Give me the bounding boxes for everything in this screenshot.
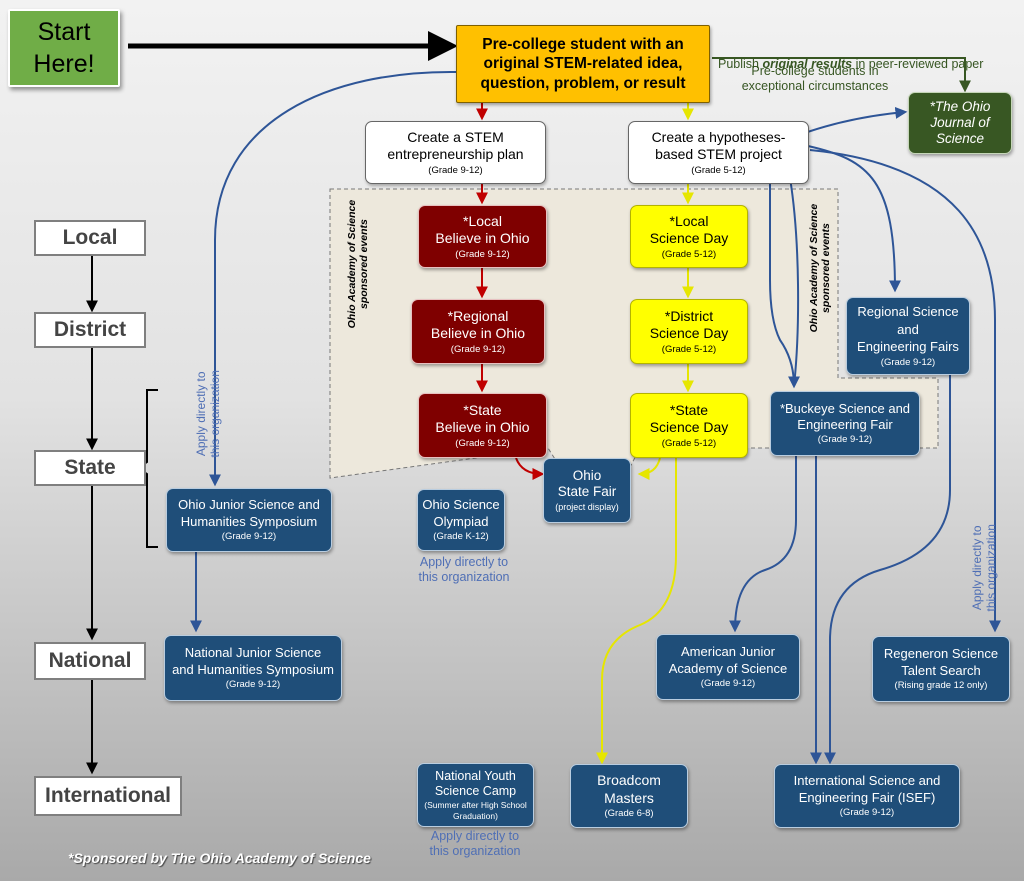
red-to-fair	[515, 457, 545, 480]
olympiad-label: Ohio Science Olympiad	[422, 497, 500, 529]
local-science-day-box: *Local Science Day (Grade 5-12)	[630, 205, 748, 268]
broadcom-box: Broadcom Masters (Grade 6-8)	[570, 764, 688, 828]
ajas-label: American Junior Academy of Science	[668, 644, 788, 676]
isef-grade: (Grade 9-12)	[839, 806, 895, 818]
state-believe-label: *State Believe in Ohio	[435, 401, 530, 436]
olympiad-grade: (Grade K-12)	[433, 530, 489, 542]
regeneron-box: Regeneron Science Talent Search (Rising …	[872, 636, 1010, 702]
regional-believe-grade: (Grade 9-12)	[450, 343, 506, 355]
local-science-day-label: *Local Science Day	[649, 212, 729, 247]
national-jshs-box: National Junior Science and Humanities S…	[164, 635, 342, 701]
publish-note-before: Publish	[718, 57, 763, 71]
buckeye-fair-box: *Buckeye Science and Engineering Fair (G…	[770, 391, 920, 456]
publish-note-after: in peer-reviewed paper	[852, 57, 984, 71]
project-label: Create a hypotheses- based STEM project	[651, 128, 786, 163]
entrepreneurship-plan-box: Create a STEM entrepreneurship plan (Gra…	[365, 121, 546, 184]
jshs-apply-note: Apply directly to this organization	[194, 370, 222, 458]
plan-grade: (Grade 9-12)	[428, 164, 483, 176]
top-idea-label: Pre-college student with an original STE…	[480, 35, 686, 92]
regional-fairs-box: Regional Science and Engineering Fairs (…	[846, 297, 970, 375]
broadcom-grade: (Grade 6-8)	[604, 808, 654, 820]
regional-fairs-grade: (Grade 9-12)	[880, 356, 936, 368]
state-believe-box: *State Believe in Ohio (Grade 9-12)	[418, 393, 547, 458]
level-international: International	[34, 776, 182, 816]
journal-box: *The Ohio Journal of Science	[908, 92, 1012, 154]
publish-note: Publish original results in peer-reviewe…	[718, 42, 1024, 72]
njshs-label: National Junior Science and Humanities S…	[172, 645, 334, 677]
district-science-day-grade: (Grade 5-12)	[661, 343, 717, 355]
ohio-state-fair-label: Ohio State Fair	[557, 467, 617, 500]
regional-fairs-label: Regional Science and Engineering Fairs	[857, 304, 959, 355]
publish-note-emph: original results	[762, 57, 853, 71]
publish-arrow	[712, 57, 971, 93]
regeneron-apply-note: Apply directly to this organization	[970, 524, 998, 612]
level-national: National	[34, 642, 146, 680]
start-label: Start Here!	[33, 17, 95, 79]
ohio-jshs-box: Ohio Junior Science and Humanities Sympo…	[166, 488, 332, 552]
state-science-day-box: *State Science Day (Grade 5-12)	[630, 393, 748, 458]
regional-believe-label: *Regional Believe in Ohio	[430, 307, 526, 342]
local-believe-label: *Local Believe in Ohio	[435, 212, 530, 247]
plan-label: Create a STEM entrepreneurship plan	[387, 128, 524, 163]
blue-to-jshs	[209, 70, 459, 487]
district-science-day-label: *District Science Day	[649, 307, 729, 342]
regeneron-label: Regeneron Science Talent Search	[883, 646, 999, 678]
blue-project-to-buckeye	[769, 184, 800, 389]
jshs-grade: (Grade 9-12)	[221, 530, 277, 542]
buckeye-label: *Buckeye Science and Engineering Fair	[779, 400, 911, 433]
yel-to-fair	[637, 457, 661, 480]
olympiad-apply-note: Apply directly to this organization	[418, 555, 510, 584]
footer-note: *Sponsored by The Ohio Academy of Scienc…	[68, 850, 371, 866]
jshs-label: Ohio Junior Science and Humanities Sympo…	[178, 497, 320, 529]
ajas-box: American Junior Academy of Science (Grad…	[656, 634, 800, 700]
nysc-apply-note: Apply directly to this organization	[429, 829, 521, 858]
ohio-state-fair-box: Ohio State Fair (project display)	[543, 458, 631, 523]
njshs-grade: (Grade 9-12)	[225, 678, 281, 690]
isef-label: International Science and Engineering Fa…	[793, 773, 941, 805]
nysc-grade: (Summer after High School Graduation)	[424, 800, 527, 821]
state-believe-grade: (Grade 9-12)	[455, 437, 510, 449]
nysc-box: National Youth Science Camp (Summer afte…	[417, 763, 534, 827]
project-grade: (Grade 5-12)	[691, 164, 746, 176]
local-believe-grade: (Grade 9-12)	[455, 248, 510, 260]
local-science-day-grade: (Grade 5-12)	[661, 248, 717, 260]
blue-regional-to-isef	[824, 375, 951, 765]
blue-to-regeneron	[809, 149, 1001, 633]
isef-box: International Science and Engineering Fa…	[774, 764, 960, 828]
buckeye-grade: (Grade 9-12)	[817, 434, 873, 446]
level-district: District	[34, 312, 146, 348]
sponsored-label-right: Ohio Academy of Science sponsored events	[807, 203, 832, 333]
exceptional-note: Pre-college students in exceptional circ…	[741, 64, 889, 93]
regeneron-grade: (Rising grade 12 only)	[894, 679, 988, 691]
blue-buckeye-to-ajas	[729, 456, 797, 633]
journal-label: *The Ohio Journal of Science	[929, 98, 991, 147]
ohio-state-fair-grade: (project display)	[555, 502, 619, 513]
level-local: Local	[34, 220, 146, 256]
olympiad-box: Ohio Science Olympiad (Grade K-12)	[417, 489, 505, 551]
sponsored-label-left: Ohio Academy of Science sponsored events	[345, 199, 370, 329]
start-box: Start Here!	[8, 9, 120, 87]
state-science-day-grade: (Grade 5-12)	[661, 437, 717, 449]
ajas-grade: (Grade 9-12)	[700, 677, 756, 689]
blue-project-to-buckeye2	[789, 177, 800, 387]
nysc-label: National Youth Science Camp	[434, 769, 517, 799]
local-believe-box: *Local Believe in Ohio (Grade 9-12)	[418, 205, 547, 268]
top-idea-box: Pre-college student with an original STE…	[456, 25, 710, 103]
broadcom-label: Broadcom Masters	[597, 772, 661, 806]
state-science-day-label: *State Science Day	[649, 401, 729, 436]
district-science-day-box: *District Science Day (Grade 5-12)	[630, 299, 748, 364]
yel-to-broadcom	[596, 458, 677, 765]
level-state: State	[34, 450, 146, 486]
regional-believe-box: *Regional Believe in Ohio (Grade 9-12)	[411, 299, 545, 364]
stem-project-box: Create a hypotheses- based STEM project …	[628, 121, 809, 184]
